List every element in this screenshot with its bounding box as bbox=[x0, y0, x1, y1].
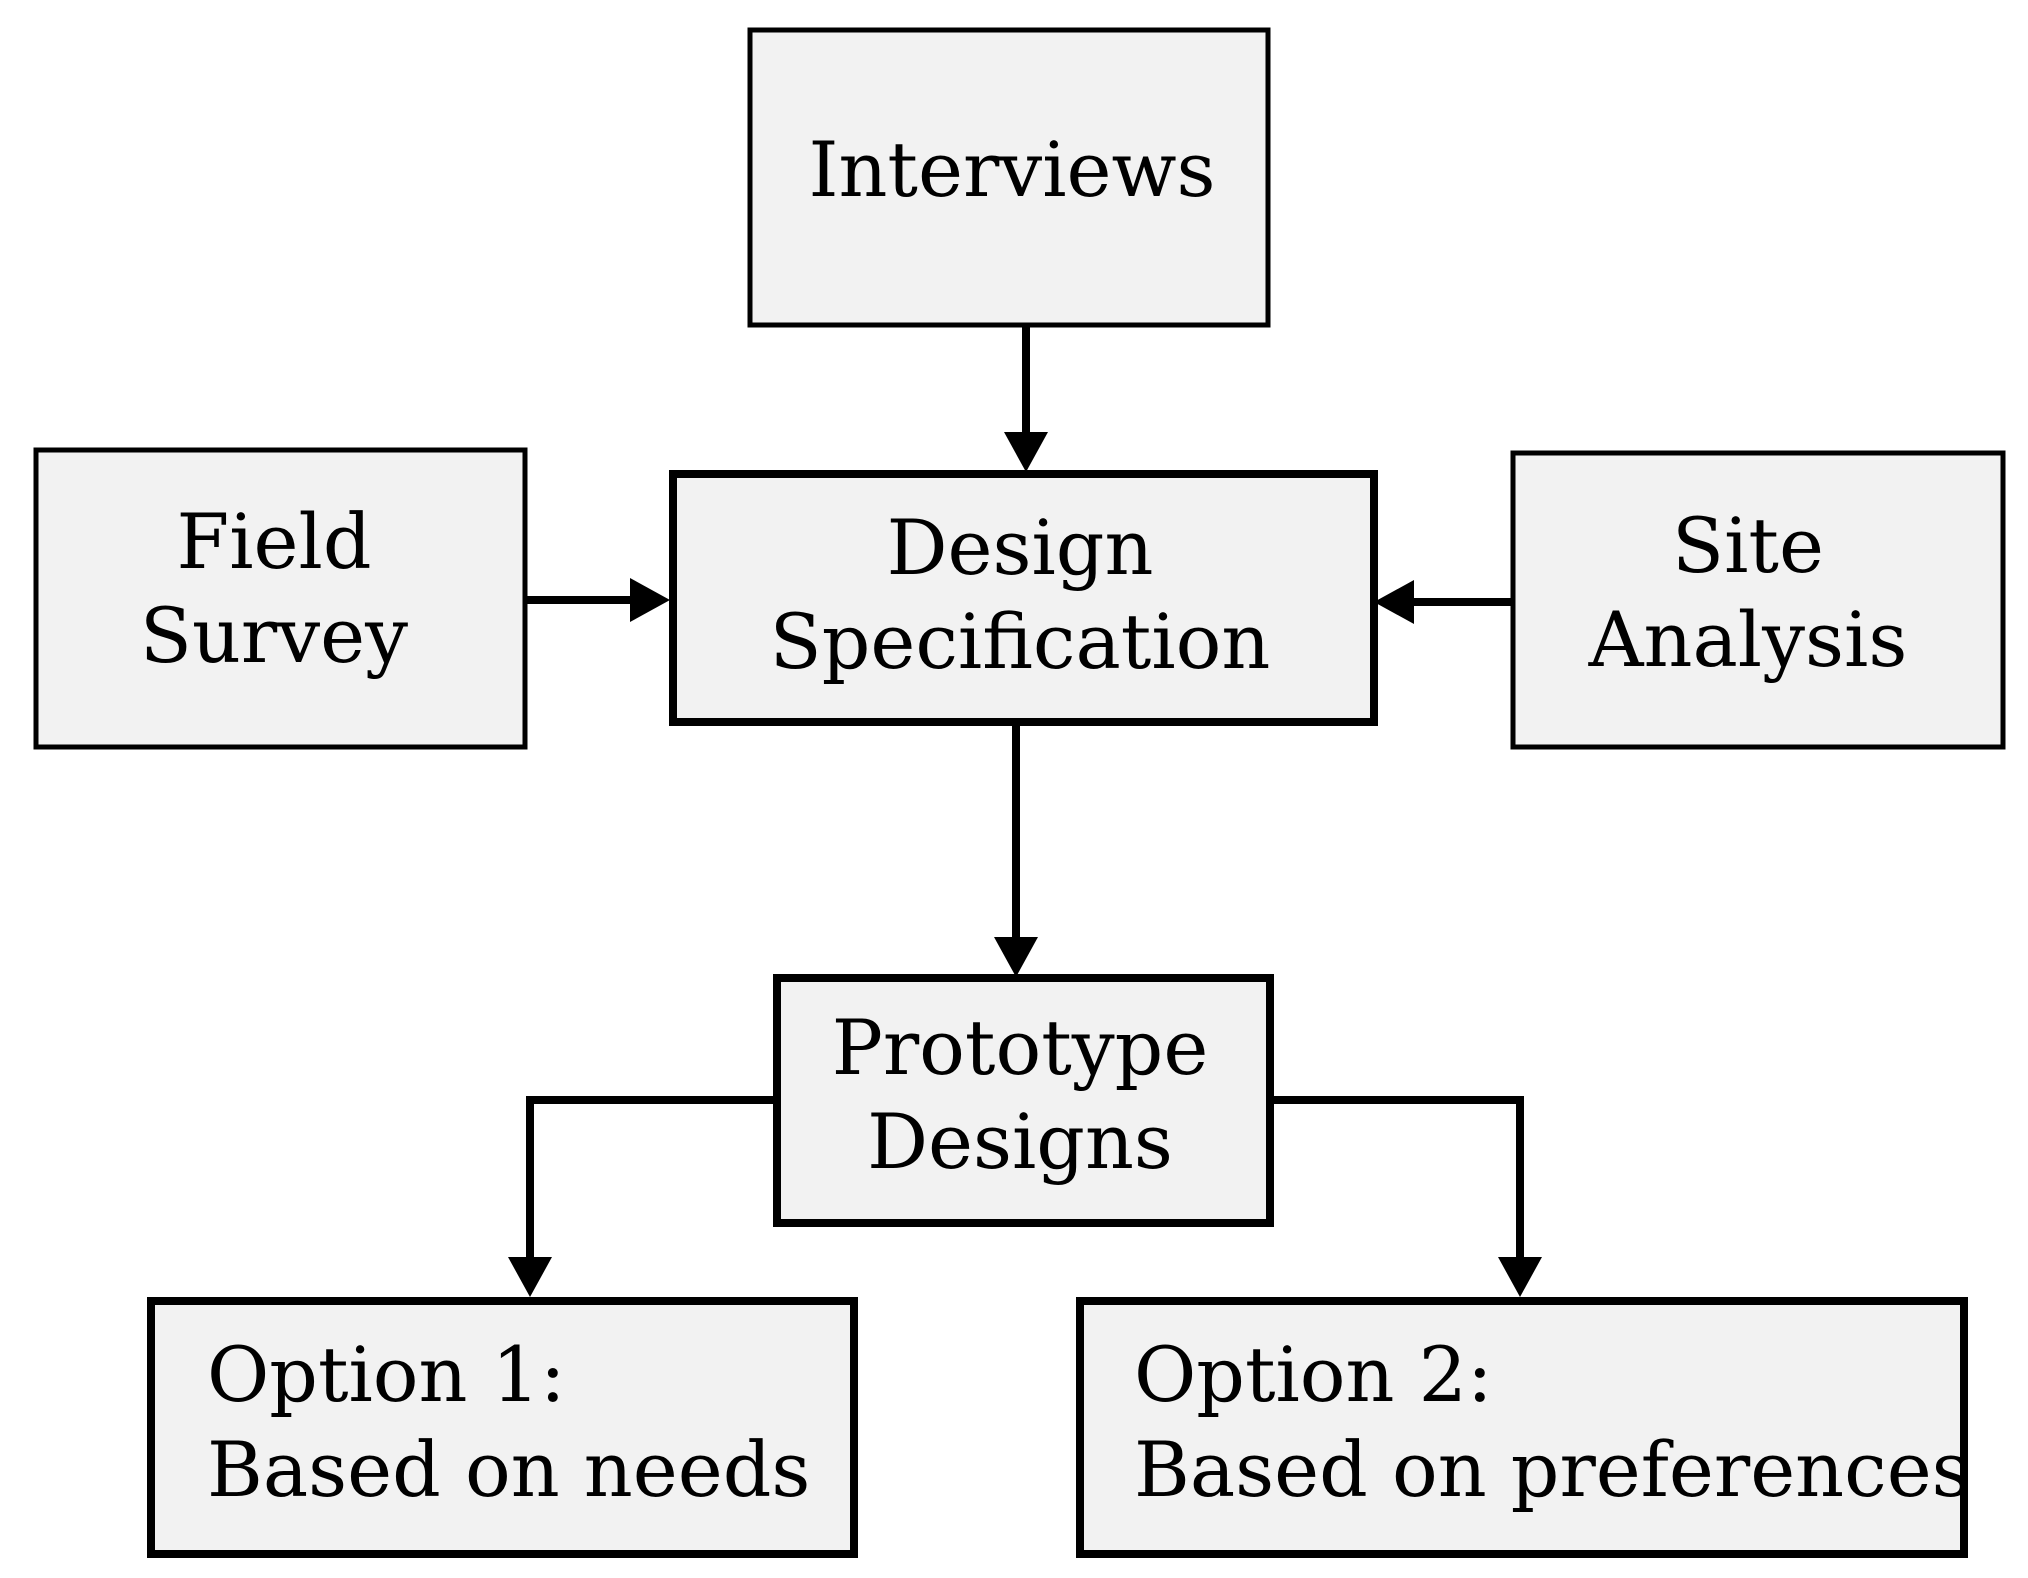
node-site-analysis-line-2: Analysis bbox=[1588, 595, 1908, 684]
edge-prototype-to-option-1 bbox=[526, 1096, 777, 1260]
node-interviews-line-1: Interviews bbox=[808, 125, 1215, 214]
arrowhead-down-icon bbox=[1004, 432, 1048, 472]
node-field-survey-line-2: Survey bbox=[140, 591, 408, 680]
node-option-2-line-2: Based on preferences bbox=[1134, 1425, 1971, 1514]
node-option-1: Option 1: Based on needs bbox=[147, 1297, 858, 1558]
node-prototype-designs-line-2: Designs bbox=[867, 1097, 1173, 1186]
node-option-2-line-1: Option 2: bbox=[1134, 1330, 1493, 1419]
node-design-specification-line-1: Design bbox=[887, 503, 1154, 592]
connectors bbox=[508, 325, 1542, 1297]
node-interviews: Interviews bbox=[747, 27, 1271, 328]
node-site-analysis-line-1: Site bbox=[1672, 501, 1824, 590]
node-option-1-line-1: Option 1: bbox=[207, 1330, 566, 1419]
node-field-survey-line-1: Field bbox=[177, 497, 372, 586]
node-prototype-designs-line-1: Prototype bbox=[832, 1003, 1209, 1092]
node-field-survey: Field Survey bbox=[33, 447, 528, 750]
arrowhead-down-icon bbox=[508, 1257, 552, 1297]
edge-prototype-to-option-2 bbox=[1270, 1096, 1524, 1260]
arrowhead-right-icon bbox=[630, 578, 670, 622]
node-option-1-line-2: Based on needs bbox=[207, 1425, 810, 1514]
arrowhead-down-icon bbox=[1498, 1257, 1542, 1297]
node-site-analysis: Site Analysis bbox=[1510, 450, 2006, 750]
node-design-specification: Design Specification bbox=[669, 470, 1378, 726]
node-prototype-designs: Prototype Designs bbox=[773, 974, 1274, 1227]
node-design-specification-line-2: Specification bbox=[770, 597, 1271, 686]
node-option-2: Option 2: Based on preferences bbox=[1076, 1297, 1971, 1558]
arrowhead-left-icon bbox=[1374, 580, 1414, 624]
arrowhead-down-icon bbox=[994, 937, 1038, 977]
